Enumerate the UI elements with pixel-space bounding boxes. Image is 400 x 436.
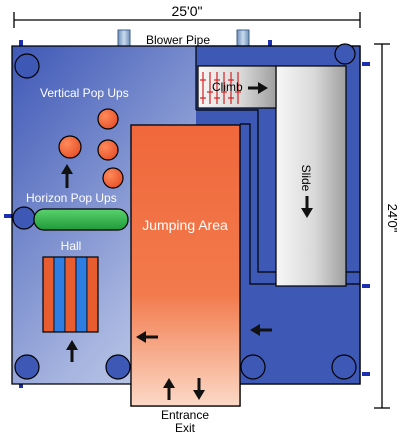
corner-post-bottom-left xyxy=(14,354,40,380)
arrow-down-icon xyxy=(301,196,313,218)
pop-up-ball xyxy=(97,139,119,161)
slide xyxy=(275,65,347,287)
blower-pipe-right xyxy=(236,29,250,49)
flow-arrows xyxy=(61,82,313,400)
depth-dimension: 24'0" xyxy=(374,43,400,409)
hall xyxy=(42,256,99,333)
arrow-up-icon xyxy=(61,164,73,188)
corner-post-top-right xyxy=(334,43,356,65)
pop-up-ball xyxy=(97,108,119,130)
pop-up-ball xyxy=(58,135,82,159)
jumping-area-label: Jumping Area xyxy=(142,217,228,233)
width-dimension: 25'0" xyxy=(13,3,361,28)
blower-pipe-label: Blower Pipe xyxy=(146,33,210,47)
arrow-up-icon xyxy=(66,340,78,362)
exit-label: Exit xyxy=(175,421,196,435)
arrow-left-icon xyxy=(250,324,272,336)
corner-post-bottom-right xyxy=(331,354,357,380)
side-post-left xyxy=(12,206,36,230)
entrance-arrow-up-icon xyxy=(163,378,175,400)
corner-post-top-left xyxy=(14,53,40,79)
depth-label: 24'0" xyxy=(385,204,400,233)
climb-label: Climb xyxy=(212,80,243,94)
width-label: 25'0" xyxy=(171,3,202,19)
horizon-pop-ups-label: Horizon Pop Ups xyxy=(26,191,117,205)
corner-posts xyxy=(12,43,357,380)
exit-arrow-down-icon xyxy=(193,378,205,400)
hall-label: Hall xyxy=(61,239,82,253)
horizon-pop-up-bar xyxy=(33,208,129,231)
slide-label: Slide xyxy=(299,165,313,192)
climb-holds xyxy=(200,72,241,104)
arrow-right-icon xyxy=(248,82,268,94)
corner-post-bottom-center-right xyxy=(240,354,266,380)
jumping-area xyxy=(130,124,241,407)
blower-pipe-left xyxy=(117,29,131,49)
vertical-pop-ups-label: Vertical Pop Ups xyxy=(40,86,129,100)
pop-up-ball xyxy=(102,167,124,189)
arrow-left-icon xyxy=(136,331,158,343)
entrance-label: Entrance xyxy=(161,408,209,422)
vertical-pop-ups xyxy=(58,108,124,189)
corner-post-bottom-center-left xyxy=(105,354,131,380)
